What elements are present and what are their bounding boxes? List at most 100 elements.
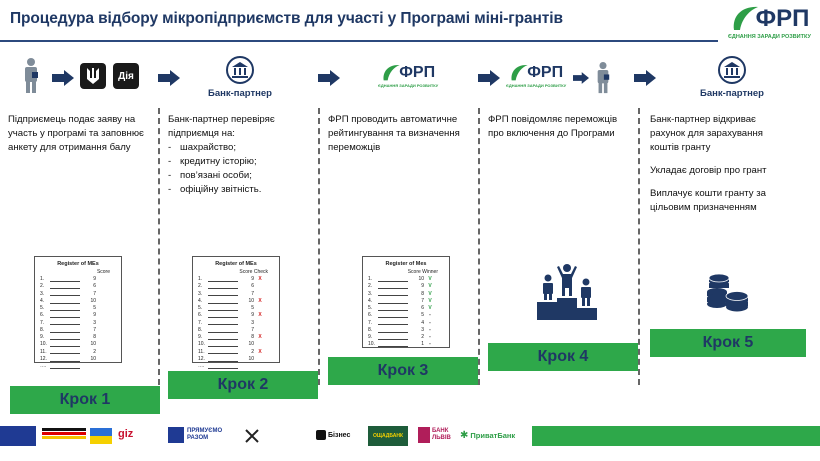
register-title: Register of MEs xyxy=(215,261,257,267)
register-row-line xyxy=(208,358,238,362)
step5-item: Виплачує кошти гранту за цільовим призна… xyxy=(650,187,766,213)
register-row-line xyxy=(378,307,408,311)
ukraine-flag-logo xyxy=(90,428,112,444)
register-row-line xyxy=(50,278,80,282)
register-row-score: 7 xyxy=(421,297,424,304)
step5-description: Банк-партнер відкриває рахунок для зарах… xyxy=(650,113,792,223)
register-row-number: 1. xyxy=(368,276,373,283)
register-row-number: 10. xyxy=(368,341,375,348)
register-row-mark: V xyxy=(428,305,432,312)
trident-icon xyxy=(80,63,106,89)
register-header-col1: Score xyxy=(407,268,421,275)
register-row-number: 3. xyxy=(368,290,373,297)
register-row-mark: - xyxy=(429,334,431,341)
register-row: 4.10 xyxy=(40,298,116,305)
register-row-line xyxy=(208,307,238,311)
register-row-number: …. xyxy=(198,363,205,370)
biznes-text: Бізнес xyxy=(328,431,351,439)
step-1-bar: Крок 1 xyxy=(10,386,160,414)
step-4-bar: Крок 4 xyxy=(488,343,638,371)
register-row-score: 10 xyxy=(418,276,424,283)
register-row-number: 1. xyxy=(40,276,45,283)
pryamuyemo-razom-text: ПРЯМУЄМО РАЗОМ xyxy=(187,428,223,441)
register-row-number: …. xyxy=(40,363,47,370)
register-header-col2: Winner xyxy=(420,268,438,275)
register-row-line xyxy=(208,343,238,348)
register-row-line xyxy=(208,321,238,326)
register-row-line xyxy=(208,336,238,340)
register-title: Register of Mes xyxy=(385,261,427,267)
register-row-number: 2. xyxy=(368,283,373,290)
arrow-right-icon xyxy=(52,70,74,86)
register-row-mark: V xyxy=(428,283,432,290)
register-row-score: 9 xyxy=(93,276,96,283)
register-row-number: 1. xyxy=(198,276,203,283)
register-row-score: 6 xyxy=(251,283,254,290)
step5-item: Укладає договір про грант xyxy=(650,164,767,176)
register-row: 3.7 xyxy=(198,291,274,298)
register-row-line xyxy=(50,329,80,333)
register-row: 9.2- xyxy=(368,334,444,341)
register-row-number: 5. xyxy=(40,305,45,312)
column-divider xyxy=(158,108,160,385)
frp-logo-small: ФРП ЄДНАННЯ ЗАРАДИ РОЗВИТКУ xyxy=(506,63,566,88)
bank-icon xyxy=(718,56,746,84)
register-row-score: 10 xyxy=(90,297,96,304)
register-title: Register of MEs xyxy=(57,261,99,267)
register-row-mark: X xyxy=(258,348,262,355)
register-row-line xyxy=(378,336,408,340)
frp-logo-small: ФРП ЄДНАННЯ ЗАРАДИ РОЗВИТКУ xyxy=(378,63,438,88)
page-title: Процедура відбору мікропідприємств для у… xyxy=(10,10,563,27)
person-icon xyxy=(25,58,38,93)
register-row-number: 3. xyxy=(198,290,203,297)
register-row-line xyxy=(378,300,408,304)
check-item: кредитну історію; xyxy=(168,155,314,169)
register-row-score: 9 xyxy=(421,283,424,290)
register-row-number: 4. xyxy=(40,297,45,304)
register-row-score: 10 xyxy=(248,297,254,304)
register-row-number: 12. xyxy=(198,355,205,362)
register-row-score: 2 xyxy=(251,348,254,355)
register-row-line xyxy=(208,285,238,290)
register-row: 7.4- xyxy=(368,320,444,327)
register-row-score: 7 xyxy=(251,290,254,297)
frp-leaf-icon xyxy=(383,64,400,81)
register-row-line xyxy=(208,365,238,369)
register-row: 5.5 xyxy=(198,305,274,312)
register-row: …. xyxy=(198,363,274,370)
register-row-score: 3 xyxy=(251,319,254,326)
register-row: 5.5 xyxy=(40,305,116,312)
register-row-score: 10 xyxy=(248,355,254,362)
register-row-number: 3. xyxy=(40,290,45,297)
register-row-line xyxy=(378,278,408,282)
step1-description: Підприємець подає заяву на участь у прог… xyxy=(8,114,144,153)
register-row-number: 11. xyxy=(40,348,47,355)
register-row-number: 6. xyxy=(40,312,45,319)
register-row-line xyxy=(50,285,80,290)
arrow-right-icon xyxy=(478,70,500,86)
register-row-number: 6. xyxy=(368,312,373,319)
coins-icon xyxy=(707,273,749,312)
register-row-line xyxy=(208,292,238,297)
eu-flag-logo xyxy=(0,426,36,446)
register-row-mark: - xyxy=(429,341,431,348)
register-row: 9.8 xyxy=(40,334,116,341)
register-row-line xyxy=(50,321,80,326)
register-row-number: 7. xyxy=(368,319,373,326)
register-row-number: 2. xyxy=(40,283,45,290)
arrow-right-icon xyxy=(158,70,180,86)
title-divider xyxy=(0,40,718,42)
register-row-line xyxy=(50,314,80,319)
register-row-number: 5. xyxy=(368,305,373,312)
step2-checklist: шахрайство; кредитну історію; пов’язані … xyxy=(168,141,314,197)
register-row: 11.2 xyxy=(40,349,116,356)
step-5-bar: Крок 5 xyxy=(650,329,806,357)
register-row-score: 8 xyxy=(251,334,254,341)
register-row-line xyxy=(208,278,238,282)
register-row: 7.3 xyxy=(40,320,116,327)
frp-logo-text: ФРП xyxy=(399,64,436,81)
register-row: 10.10 xyxy=(40,341,116,348)
